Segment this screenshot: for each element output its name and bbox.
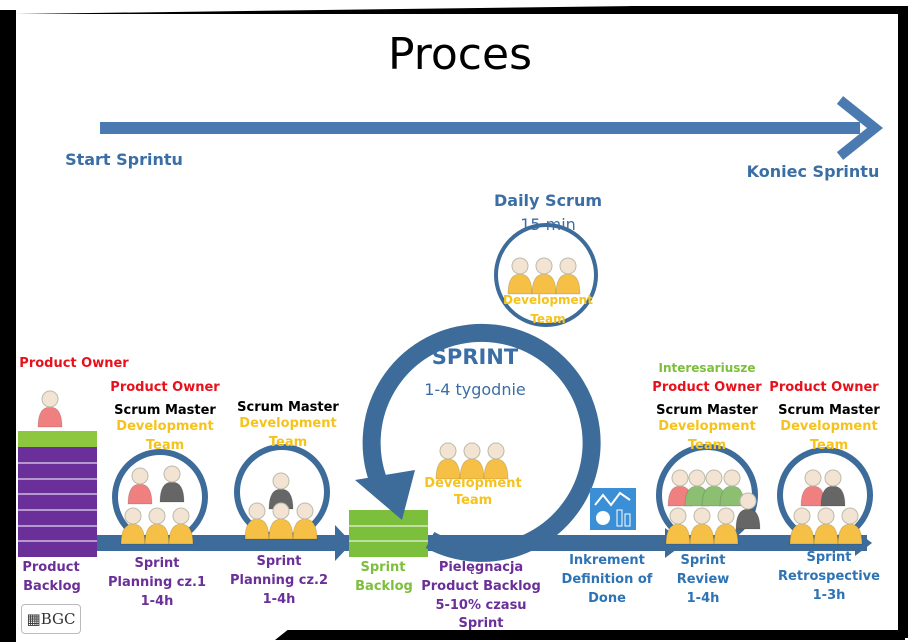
role-label: Scrum Master [656, 403, 758, 418]
step-label: Inkrement [569, 553, 645, 568]
person-icon [37, 390, 63, 428]
person-icon [507, 257, 533, 295]
person-icon [159, 465, 185, 503]
page-title: Proces [388, 29, 532, 80]
sprint-title: SPRINT [431, 345, 519, 369]
sprint-team-label: Development [424, 476, 522, 491]
role-label: Development [116, 419, 214, 434]
product-backlog-label: Backlog [23, 579, 81, 594]
step-label: Sprint [256, 554, 302, 569]
person-icon [268, 502, 294, 540]
person-icon [689, 507, 715, 545]
step-label: 1-4h [140, 594, 174, 609]
person-icon [244, 502, 270, 540]
bgc-logo: ▦BGC [21, 604, 81, 634]
sprint-duration: 1-4 tygodnie [424, 380, 526, 399]
person-icon [144, 507, 170, 545]
frame-border [0, 10, 16, 642]
step-label: Sprint [134, 556, 180, 571]
daily-scrum-duration: 15 min [520, 215, 576, 234]
frame-border [630, 6, 900, 14]
person-icon [459, 442, 485, 480]
step-label: 5-10% czasu [435, 598, 527, 613]
person-icon [813, 507, 839, 545]
step-label: Product Backlog [421, 579, 541, 594]
person-icon [531, 257, 557, 295]
role-label: Product Owner [769, 380, 879, 395]
step-label: Retrospective [778, 569, 880, 584]
person-icon [168, 507, 194, 545]
frame-border [16, 6, 636, 14]
person-icon [268, 472, 294, 510]
role-label: Scrum Master [114, 403, 216, 418]
daily-scrum-title: Daily Scrum [493, 191, 603, 210]
sprint-cycle-arrow [362, 323, 601, 562]
step-label: Pielęgnacja [438, 560, 524, 575]
frame-border [275, 630, 905, 640]
start-label: Start Sprintu [65, 150, 183, 169]
step-label: Review [676, 572, 730, 587]
role-label: Development [780, 419, 878, 434]
step-label: Sprint [806, 550, 852, 565]
person-icon [120, 507, 146, 545]
role-label: Interesariusze [658, 361, 756, 375]
step-label: Sprint [680, 553, 726, 568]
person-icon [713, 507, 739, 545]
role-label: Team [809, 438, 849, 453]
daily-team-label: Team [530, 312, 566, 326]
person-icon [800, 469, 826, 507]
product-backlog-label: Product [22, 560, 80, 575]
step-label: Done [588, 591, 626, 606]
person-icon [735, 492, 761, 530]
person-icon [719, 469, 745, 507]
role-label: Product Owner [110, 380, 220, 395]
logo-grid-icon: ▦ [26, 610, 41, 628]
person-icon [435, 442, 461, 480]
role-label: Team [268, 435, 308, 450]
role-label: Development [239, 416, 337, 431]
person-icon [789, 507, 815, 545]
end-label: Koniec Sprintu [746, 162, 880, 181]
step-label: Sprint [458, 616, 504, 631]
person-icon [820, 469, 846, 507]
person-icon [837, 507, 863, 545]
sprint-backlog-label: Sprint [360, 560, 406, 575]
step-label: Planning cz.1 [107, 575, 207, 590]
role-label: Product Owner [19, 356, 129, 371]
daily-team-label: Development [503, 293, 593, 307]
step-label: Planning cz.2 [229, 573, 329, 588]
sprint-backlog-stack [349, 510, 428, 557]
sprint-team-label: Team [453, 493, 493, 508]
sprint-backlog-label: Backlog [355, 579, 413, 594]
person-icon [127, 467, 153, 505]
person-icon [701, 469, 727, 507]
step-label: 1-4h [262, 592, 296, 607]
role-label: Scrum Master [778, 403, 880, 418]
sprint-cycle-arrowhead [355, 470, 415, 520]
timeline-arrow [100, 96, 884, 160]
increment-chart-icon [590, 488, 636, 530]
step-label: 1-3h [812, 588, 846, 603]
product-backlog-stack [18, 431, 97, 557]
person-icon [292, 502, 318, 540]
person-icon [665, 507, 691, 545]
role-label: Team [145, 438, 185, 453]
role-label: Product Owner [652, 380, 762, 395]
step-label: Definition of [561, 572, 653, 587]
logo-text: BGC [40, 610, 76, 628]
role-label: Scrum Master [237, 400, 339, 415]
person-icon [483, 442, 509, 480]
role-label: Team [687, 438, 727, 453]
frame-border [898, 6, 908, 638]
step-label: 1-4h [686, 591, 720, 606]
person-icon [555, 257, 581, 295]
role-label: Development [658, 419, 756, 434]
